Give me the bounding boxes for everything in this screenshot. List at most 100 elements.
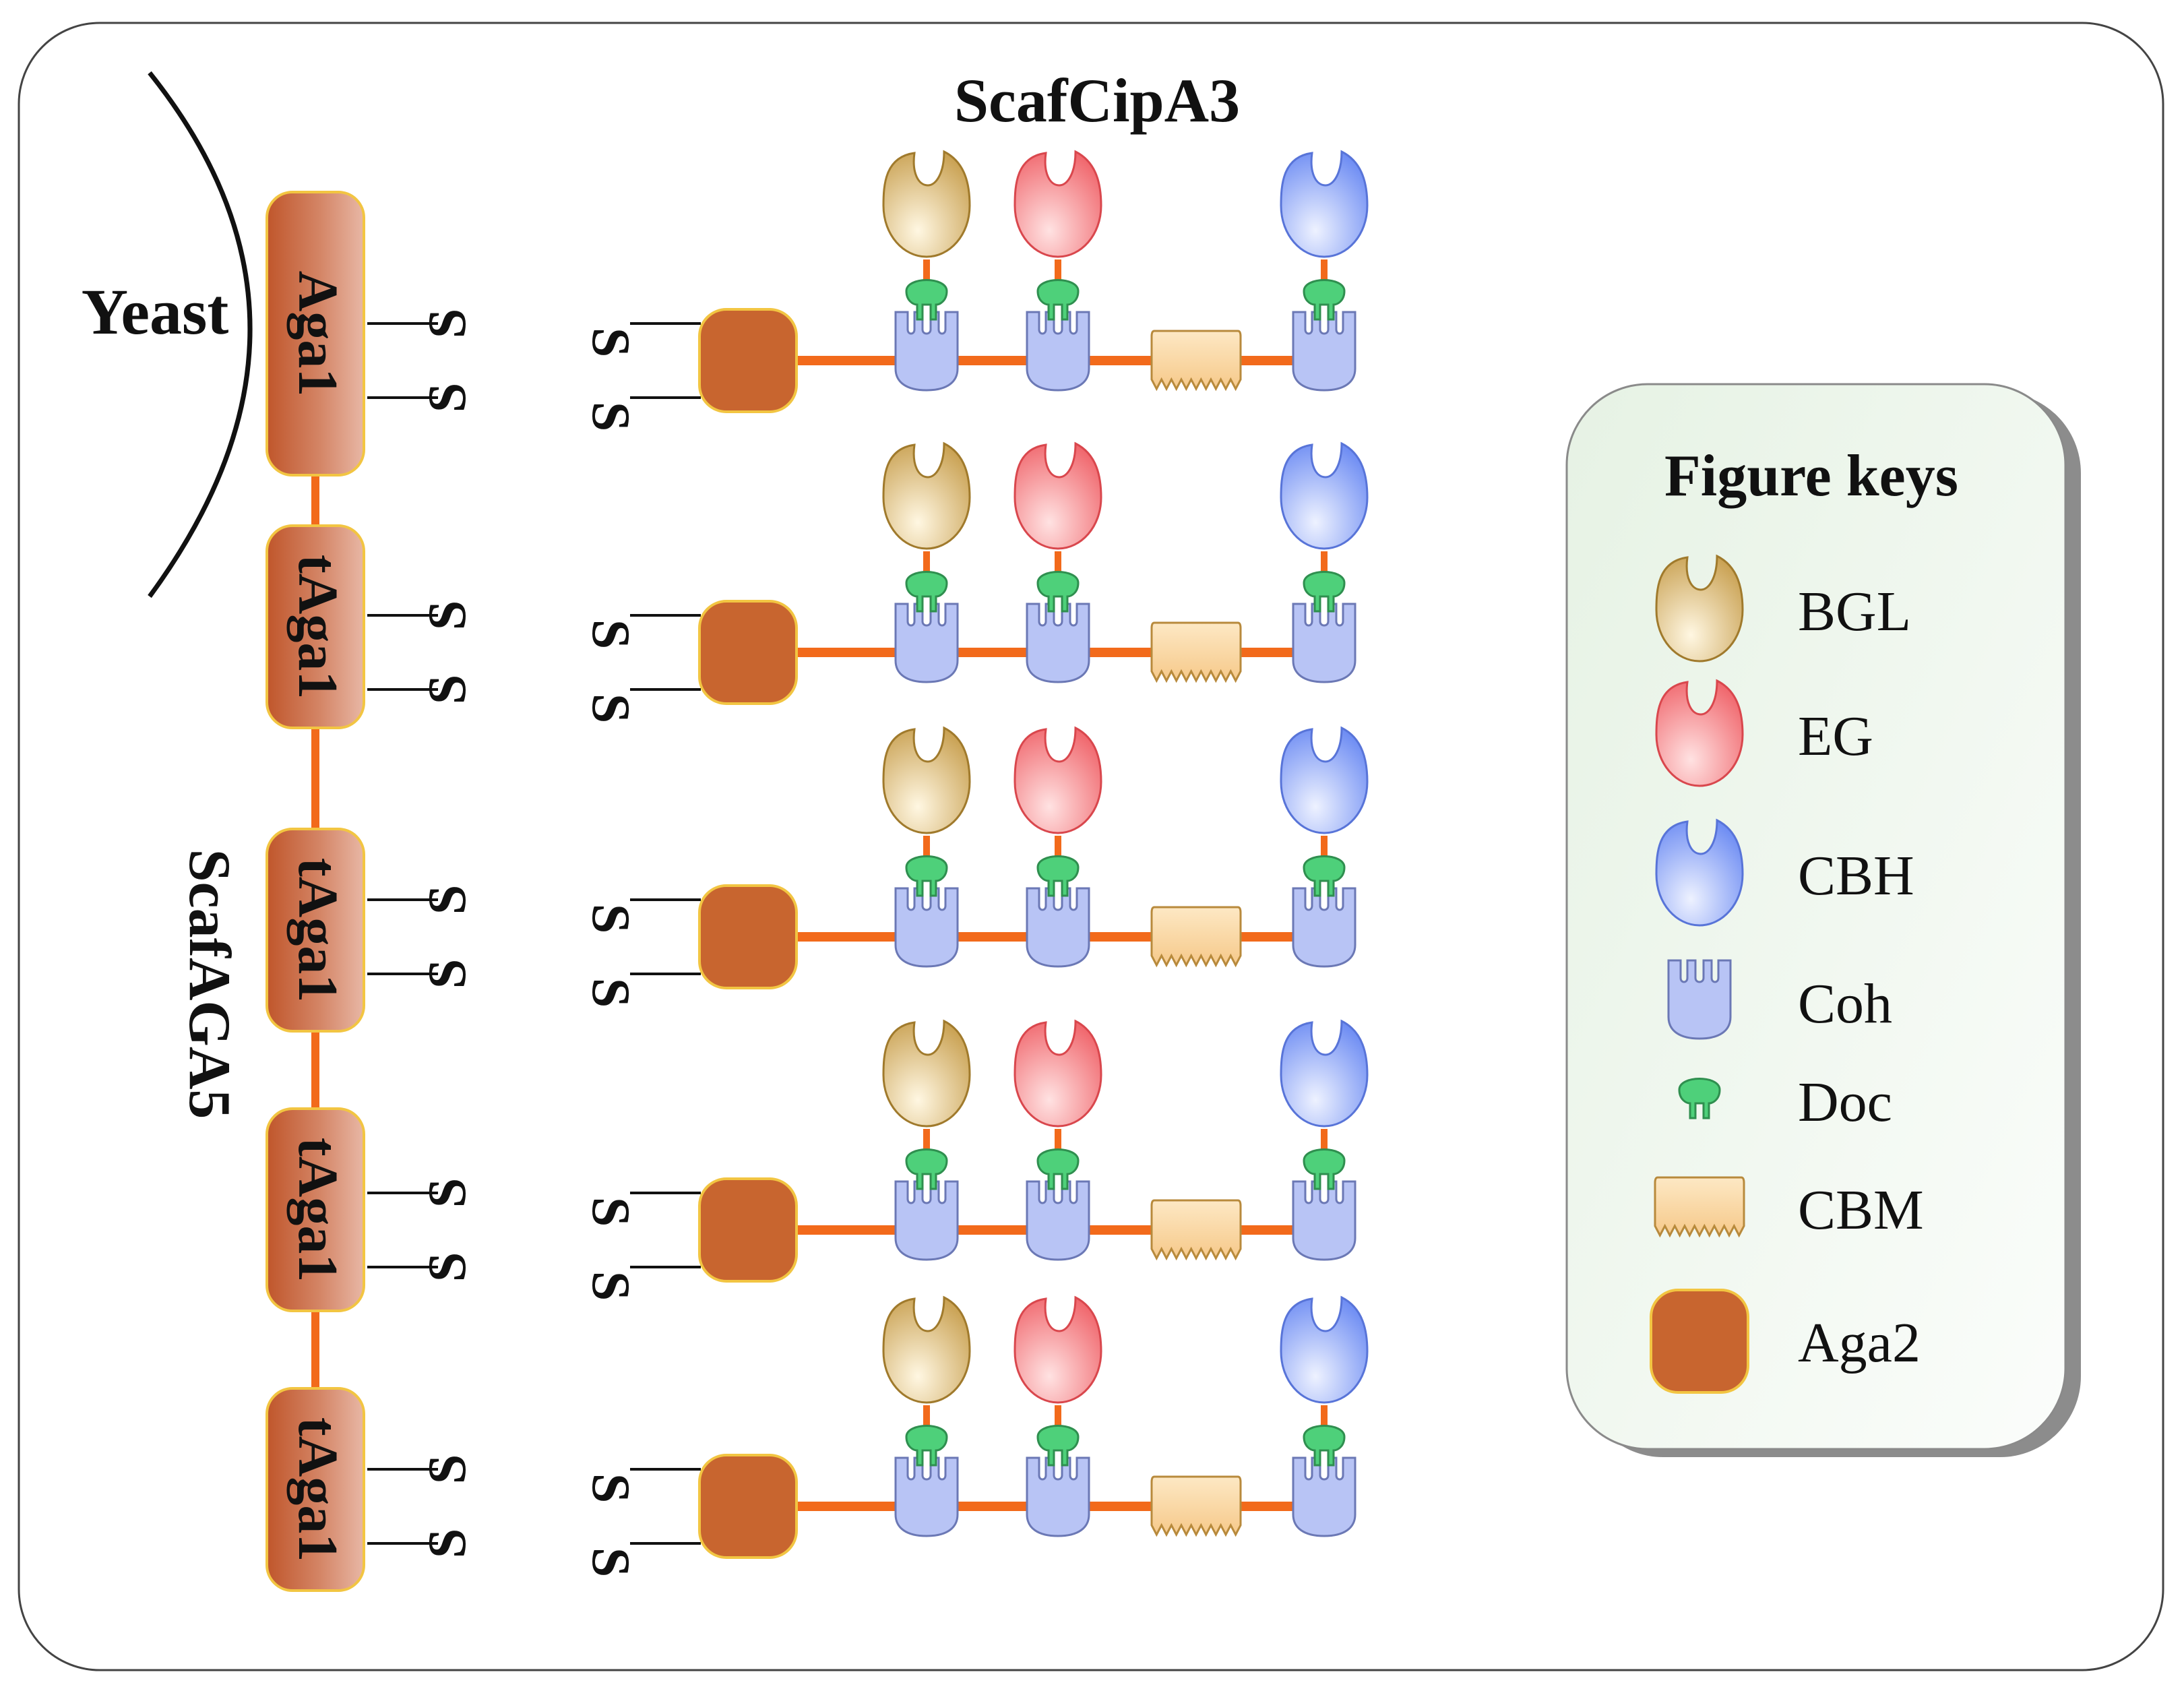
anchor-body (266, 828, 365, 1033)
sulfur-scaffold-side: S (581, 1547, 640, 1578)
cohesin-shape (1026, 603, 1090, 683)
legend-label: CBM (1798, 1179, 1924, 1241)
sulfur-scaffold-side: S (581, 402, 640, 432)
bgl-enzyme-icon-shape (1655, 554, 1744, 663)
bgl-enzyme-shape (882, 441, 971, 550)
bgl-enzyme-shape (882, 150, 971, 258)
sulfur-scaffold-side: S (581, 1271, 640, 1301)
cohesin-icon (1667, 959, 1732, 1040)
legend-item-bgl: BGL (1655, 554, 1911, 663)
anchor-2: tAga1 (266, 524, 365, 729)
anchor-label: tAga1 (286, 555, 349, 700)
anchor-5: tAga1 (266, 1387, 365, 1592)
sulfur-anchor-side: S (418, 1178, 477, 1208)
cbm-icon (1654, 1176, 1745, 1238)
sulfur-anchor-side: S (418, 309, 477, 339)
anchor-body (266, 1387, 365, 1592)
cbm-domain-shape (1150, 621, 1242, 683)
cohesin-shape (1292, 1456, 1356, 1537)
legend-label: CBH (1798, 844, 1914, 907)
eg-enzyme (1013, 726, 1102, 834)
dockerin-shape (905, 1425, 948, 1467)
bgl-enzyme (882, 150, 971, 258)
cohesin (1292, 1180, 1356, 1261)
anchor-label: tAga1 (286, 1138, 349, 1283)
dockerin (905, 1425, 948, 1467)
cbh-enzyme-shape (1280, 441, 1369, 550)
eg-enzyme (1013, 1019, 1102, 1128)
bgl-enzyme-shape (882, 1019, 971, 1128)
eg-enzyme-icon (1655, 679, 1744, 787)
dockerin-shape (1303, 1425, 1346, 1467)
anchor-4: tAga1 (266, 1107, 365, 1312)
cbh-enzyme-shape (1280, 150, 1369, 258)
sulfur-scaffold-side: S (581, 978, 640, 1008)
cohesin-shape (1292, 1180, 1356, 1261)
cbh-enzyme-shape (1280, 726, 1369, 834)
cohesin (1292, 311, 1356, 392)
bgl-enzyme-shape (882, 1295, 971, 1404)
dockerin (1036, 1425, 1080, 1467)
cbm-domain (1150, 906, 1242, 968)
sulfur-scaffold-side: S (581, 1473, 640, 1504)
legend-label: Aga2 (1798, 1312, 1921, 1374)
cohesin (894, 311, 959, 392)
anchor-label: tAga1 (286, 1417, 349, 1562)
anchor-body (266, 191, 365, 476)
eg-enzyme-icon-shape (1655, 679, 1744, 787)
dockerin (1303, 1425, 1346, 1467)
cohesin-shape (894, 311, 959, 392)
cohesin-icon-shape (1667, 959, 1732, 1040)
cbh-enzyme (1280, 1295, 1369, 1404)
cohesin-shape (894, 603, 959, 683)
dockerin-shape (1036, 1148, 1080, 1190)
aga2-domain (698, 600, 798, 705)
legend-label: Doc (1798, 1071, 1892, 1134)
sulfur-anchor-side: S (418, 959, 477, 989)
legend-item-doc: Doc (1678, 1071, 1892, 1134)
anchor-3: tAga1 (266, 828, 365, 1033)
dockerin (1036, 571, 1080, 613)
aga2-domain (698, 1177, 798, 1283)
dockerin (905, 279, 948, 321)
dockerin (1303, 855, 1346, 897)
dockerin-shape (1303, 279, 1346, 321)
eg-enzyme (1013, 441, 1102, 550)
cbh-enzyme (1280, 1019, 1369, 1128)
sulfur-anchor-side: S (418, 1252, 477, 1283)
cohesin-shape (894, 1456, 959, 1537)
legend-box (1565, 383, 2067, 1450)
dockerin (905, 1148, 948, 1190)
cbm-domain (1150, 330, 1242, 392)
legend-item-cbm: CBM (1654, 1176, 1924, 1241)
cbh-enzyme-icon (1655, 818, 1744, 927)
cohesin (1026, 1456, 1090, 1537)
cohesin (894, 603, 959, 683)
dockerin (1036, 279, 1080, 321)
dockerin-shape (1303, 1148, 1346, 1190)
yeast-cell-wall (148, 71, 253, 598)
dockerin-shape (1036, 571, 1080, 613)
cohesin (894, 1456, 959, 1537)
anchor-body (266, 1107, 365, 1312)
anchor-1: Aga1 (266, 191, 365, 476)
anchor-body (266, 524, 365, 729)
cbm-icon-shape (1654, 1176, 1745, 1238)
cbh-enzyme-shape (1280, 1019, 1369, 1128)
cohesin-shape (1292, 887, 1356, 968)
sulfur-scaffold-side: S (581, 694, 640, 724)
anchor-label: tAga1 (286, 858, 349, 1003)
sulfur-anchor-side: S (418, 383, 477, 413)
cbh-enzyme (1280, 726, 1369, 834)
anchor-label: Aga1 (286, 271, 349, 397)
cohesin-shape (1292, 311, 1356, 392)
dockerin-shape (1036, 279, 1080, 321)
aga2-domain (698, 1454, 798, 1559)
legend-label: BGL (1798, 580, 1911, 643)
sulfur-anchor-side: S (418, 601, 477, 631)
dockerin-shape (1303, 571, 1346, 613)
